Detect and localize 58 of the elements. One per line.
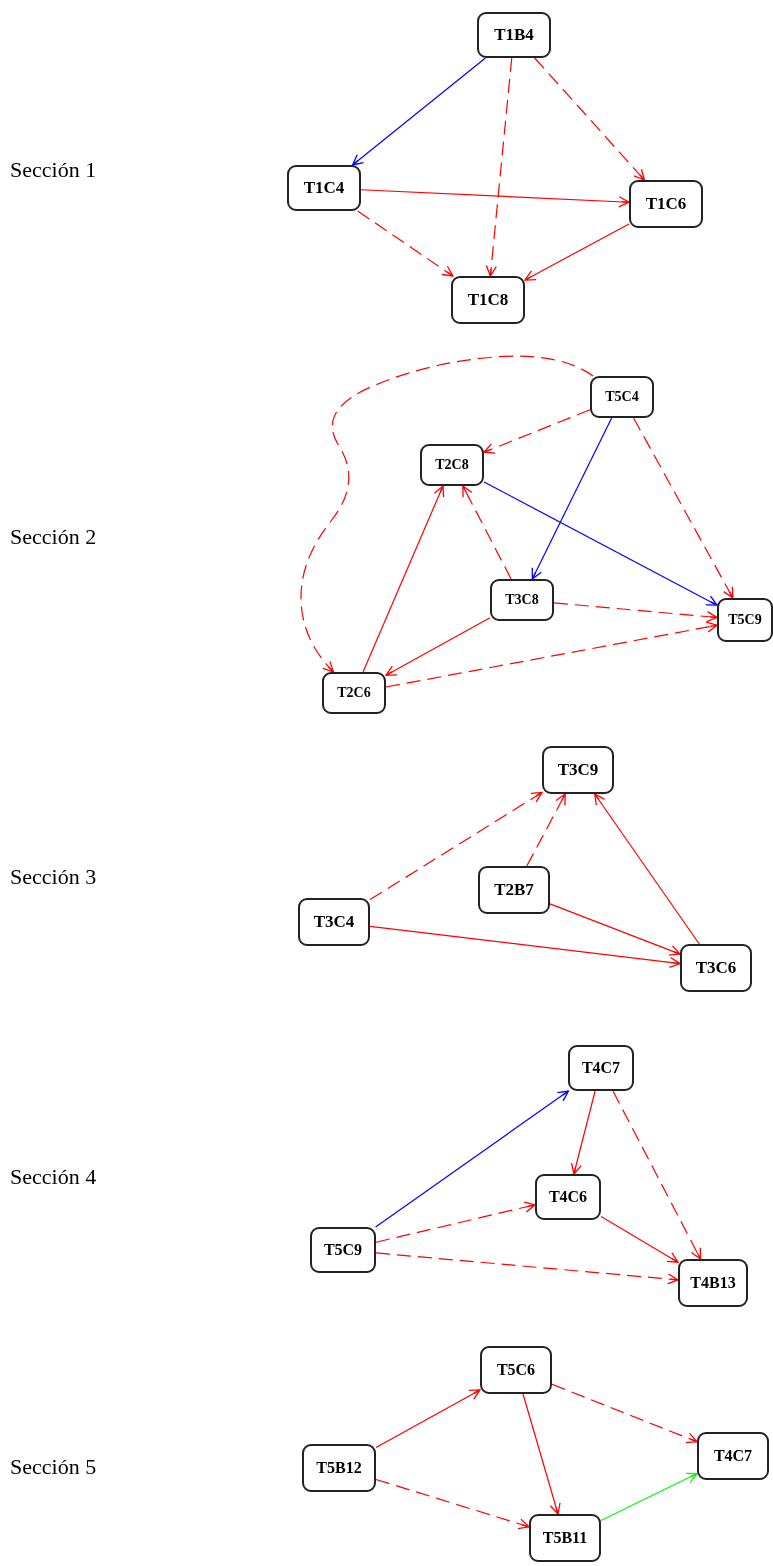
arrow [462,485,512,580]
section-label: Sección 1 [10,157,97,183]
arrow [549,903,681,956]
arrow [375,1389,481,1449]
section-label: Sección 3 [10,864,97,890]
arrow [531,417,613,580]
arrow [524,223,630,281]
arrow [385,617,491,676]
arrow [483,409,591,454]
section-label: Sección 5 [10,1454,97,1480]
section-label: Sección 2 [10,524,97,550]
node-box: T2C6 [322,672,386,714]
arrow [375,1478,530,1530]
arrow [600,1215,679,1263]
node-box: T5B11 [529,1514,601,1562]
node-box: T3C9 [542,746,614,794]
node-box: T4B13 [678,1259,748,1307]
arrow [522,1393,561,1515]
arrow [375,1252,679,1285]
node-box: T4C6 [535,1174,601,1220]
arrow [351,57,487,166]
node-box: T1C8 [451,276,525,324]
node-box: T1B4 [477,12,551,58]
node-box: T5C6 [480,1346,552,1394]
arrow [357,210,454,277]
arrow [534,57,646,181]
arrow [600,1472,698,1522]
node-box: T4C7 [568,1045,634,1091]
arrow [375,1090,570,1228]
node-box: T1C6 [629,180,703,228]
node-box: T4C7 [697,1432,769,1480]
arrow [551,1383,698,1444]
node-box: T3C4 [298,898,370,946]
arrow [369,791,543,901]
node-box: T1C4 [287,165,361,211]
node-box: T5C9 [717,598,773,642]
arrow [485,57,513,277]
node-box: T5B12 [302,1444,376,1492]
arrow [594,793,700,945]
node-box: T2B7 [478,866,550,914]
arrow [633,417,734,599]
node-box: T3C8 [490,579,554,621]
arrow [526,793,566,867]
node-box: T3C6 [680,944,752,992]
arrow [369,925,681,969]
arrow [375,1201,536,1243]
node-box: T5C9 [310,1227,376,1273]
arrow [612,1090,702,1260]
node-box: T5C4 [590,376,654,418]
node-box: T2C8 [420,444,484,486]
arrow [360,189,630,208]
arrow [385,621,718,688]
arrow [362,485,445,673]
arrow [553,602,718,623]
arrow [483,481,718,606]
arrow [300,355,594,673]
arrow [570,1090,596,1175]
section-label: Sección 4 [10,1164,97,1190]
